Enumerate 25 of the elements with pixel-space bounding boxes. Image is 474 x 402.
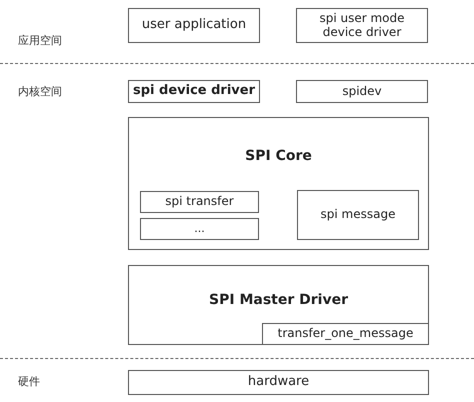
component-label: spidev (342, 84, 382, 98)
component-label: spi device driver (132, 84, 255, 99)
component-box (128, 370, 429, 395)
component-box (262, 323, 429, 345)
component-box (296, 80, 428, 103)
component-label: user application (142, 18, 246, 33)
component-box (128, 117, 429, 250)
component-label: SPI Core (245, 148, 312, 164)
component-box (297, 190, 419, 240)
component-box (128, 80, 260, 103)
layer-label: 内核空间 (18, 84, 62, 99)
component-label: spi message (320, 208, 396, 222)
layer-label: 应用空间 (18, 33, 62, 48)
layer-label: 硬件 (18, 374, 40, 389)
component-box (128, 8, 260, 43)
component-box (296, 8, 428, 43)
component-label: spi transfer (165, 195, 234, 209)
component-box (140, 191, 259, 213)
component-label: SPI Master Driver (209, 292, 348, 308)
component-label: spi user mode device driver (318, 12, 406, 40)
component-label: ... (194, 222, 205, 236)
component-box (128, 265, 429, 345)
component-label: hardware (248, 375, 310, 390)
component-box (140, 218, 259, 240)
component-label: transfer_one_message (278, 327, 414, 341)
